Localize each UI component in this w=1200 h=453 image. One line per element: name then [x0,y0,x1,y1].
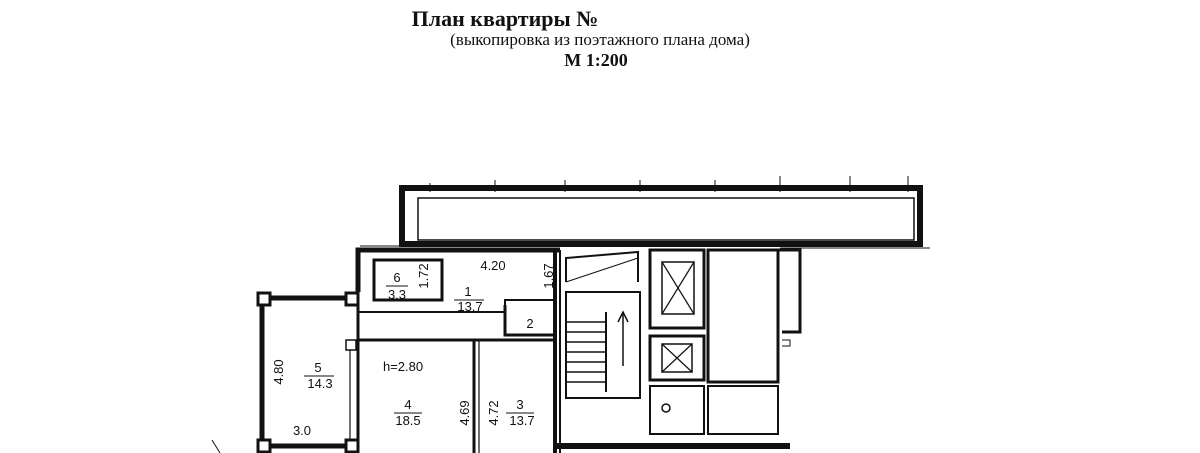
staircase [565,250,641,399]
bottom-walls [211,439,790,453]
dim-4-20: 4.20 [480,258,505,273]
room-4-label: 4 18.5 [394,397,422,428]
room-6-area: 3.3 [388,287,406,302]
right-block [706,247,930,435]
dim-4-72: 4.72 [486,400,501,425]
room-4-number: 4 [404,397,411,412]
room-3-label: 3 13.7 [506,397,535,428]
room-5-area: 14.3 [307,376,332,391]
room-5-number: 5 [314,360,321,375]
room-6-label: 6 3.3 [386,270,408,302]
apartment-walls [256,245,560,453]
dim-4-80: 4.80 [271,359,286,384]
dim-4-69: 4.69 [457,400,472,425]
room-3-area: 13.7 [509,413,534,428]
room-1-number: 1 [464,284,471,299]
plan-scale: М 1:200 [564,50,628,70]
dim-3-0: 3.0 [293,423,311,438]
partitions [358,250,561,453]
room-4-area: 18.5 [395,413,420,428]
corridor [399,176,923,247]
ceiling-height: h=2.80 [383,359,423,374]
room-5-label: 5 14.3 [304,360,334,391]
plan-title: План квартиры № [411,6,599,31]
plan-subtitle: (выкопировка из поэтажного плана дома) [450,30,750,49]
elevator-shafts [648,248,706,435]
dim-1-67: 1.67 [541,263,556,288]
room-2-number: 2 [526,316,533,331]
room-1-area: 13.7 [457,299,482,314]
room-3-number: 3 [516,397,523,412]
dim-1-72: 1.72 [416,263,431,288]
room-6-number: 6 [393,270,400,285]
room-1-label: 1 13.7 [454,284,484,314]
